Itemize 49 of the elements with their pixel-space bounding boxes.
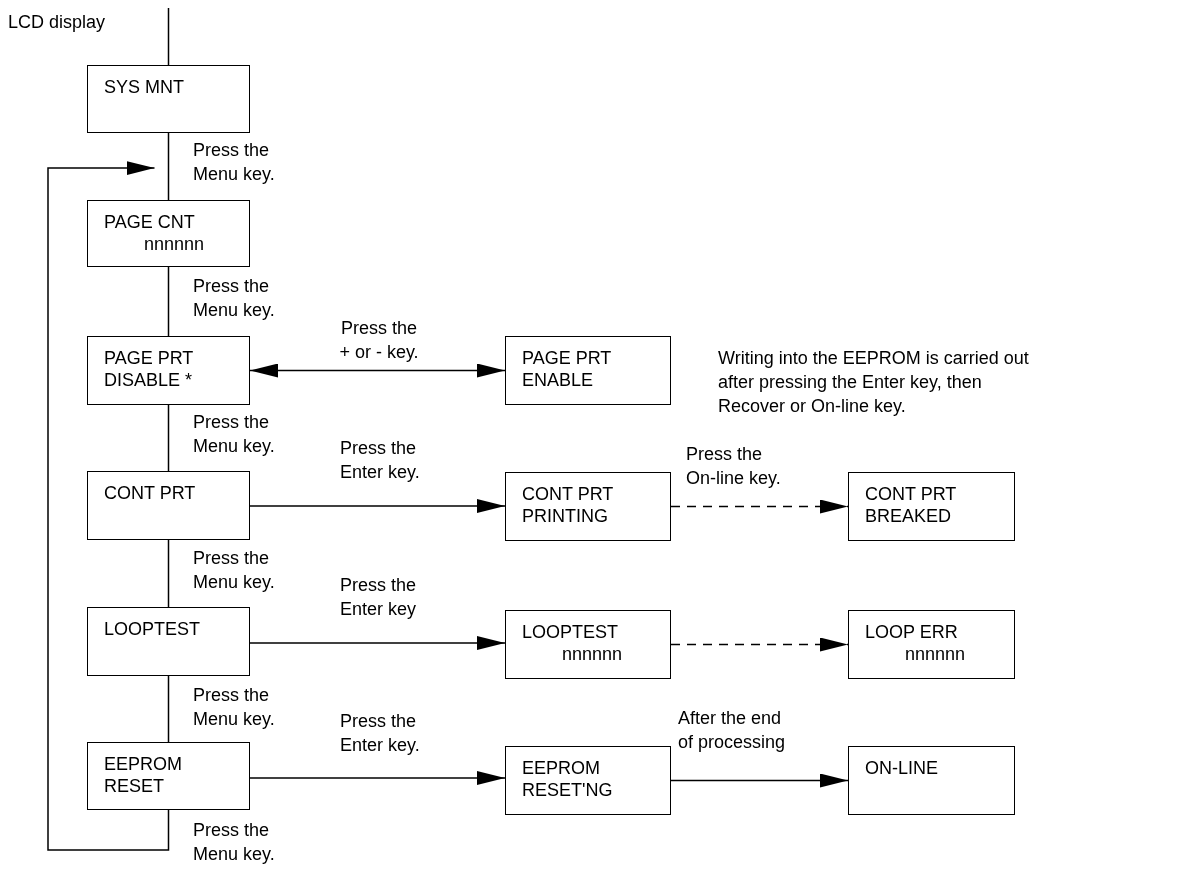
connector-line xyxy=(167,675,170,743)
display-box xyxy=(87,607,250,676)
display-text: PAGE PRT xyxy=(522,347,612,369)
display-text: PRINTING xyxy=(522,505,608,527)
display-box xyxy=(87,742,250,810)
display-text: CONT PRT xyxy=(104,482,196,504)
display-text: LOOPTEST xyxy=(522,621,619,643)
display-box xyxy=(848,610,1015,679)
arrow xyxy=(249,363,506,378)
arrow xyxy=(249,499,506,513)
display-text: BREAKED xyxy=(865,505,952,527)
display-box xyxy=(505,610,671,679)
display-box xyxy=(505,746,671,815)
arrow xyxy=(670,773,849,788)
display-box xyxy=(87,200,250,267)
arrow xyxy=(249,636,506,650)
display-box xyxy=(848,472,1015,541)
display-box xyxy=(87,65,250,133)
connector-line xyxy=(167,7,170,66)
display-text: RESET'NG xyxy=(522,779,613,801)
display-text: SYS MNT xyxy=(104,76,184,98)
display-text: EEPROM xyxy=(104,753,182,775)
display-box xyxy=(505,336,671,405)
display-text: RESET xyxy=(104,775,164,797)
connector-line xyxy=(167,266,170,337)
display-text: PAGE PRT xyxy=(104,347,194,369)
display-text: DISABLE * xyxy=(104,369,193,391)
display-box xyxy=(505,472,671,541)
display-box xyxy=(87,471,250,540)
display-text: CONT PRT xyxy=(522,483,614,505)
arrow xyxy=(249,771,506,785)
display-text: LOOP ERR xyxy=(865,621,958,643)
display-text: nnnnnn xyxy=(562,643,623,665)
display-text: nnnnnn xyxy=(905,643,966,665)
dashed-arrow xyxy=(670,637,849,652)
display-text: ENABLE xyxy=(522,369,594,391)
display-text: LOOPTEST xyxy=(104,618,201,640)
connector-line xyxy=(167,404,170,472)
display-text: EEPROM xyxy=(522,757,600,779)
connector-line xyxy=(167,539,170,608)
display-text: CONT PRT xyxy=(865,483,957,505)
display-box xyxy=(87,336,250,405)
display-text: PAGE CNT xyxy=(104,211,195,233)
display-text: nnnnnn xyxy=(144,233,205,255)
dashed-arrow xyxy=(670,499,849,514)
display-box xyxy=(848,746,1015,815)
display-text: ON-LINE xyxy=(865,757,938,779)
connector-line xyxy=(167,132,170,201)
arrow xyxy=(47,161,170,851)
